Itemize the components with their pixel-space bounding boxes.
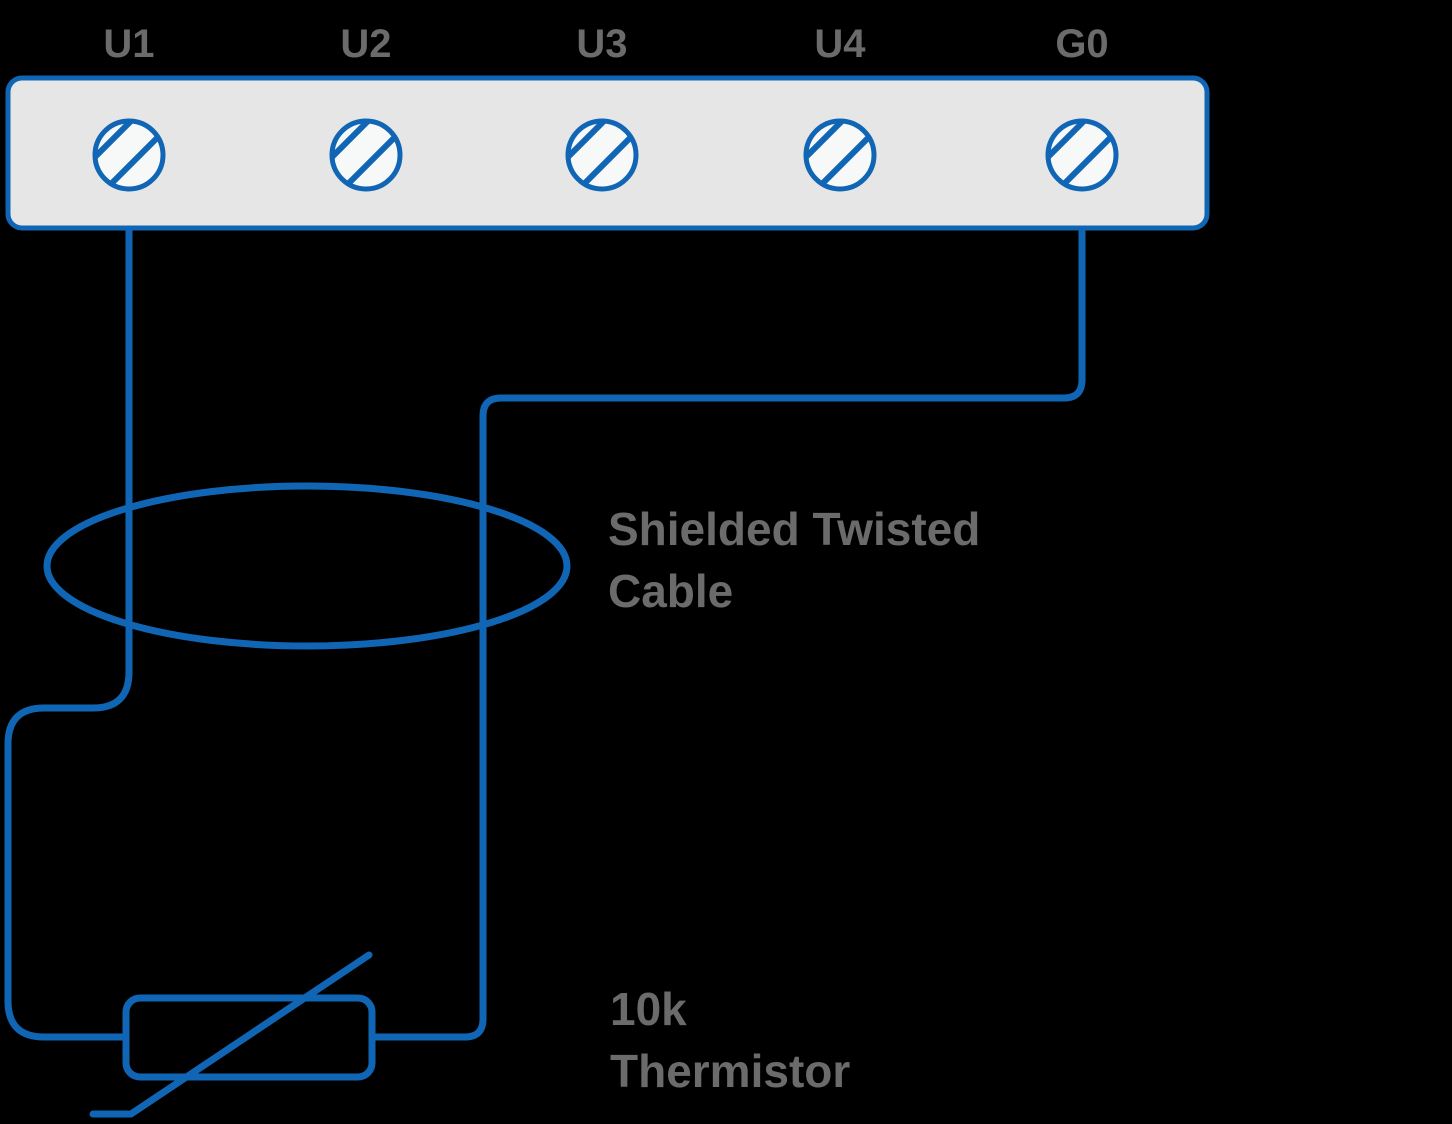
shield-loop xyxy=(43,482,571,650)
screw-terminal-icon[interactable] xyxy=(803,118,877,192)
thermistor-symbol[interactable] xyxy=(89,951,376,1118)
screw-terminal-icon[interactable] xyxy=(329,118,403,192)
terminal-label-u1: U1 xyxy=(103,22,154,66)
screw-terminal-icon[interactable] xyxy=(565,118,639,192)
annotation-thermistor: 10k Thermistor xyxy=(610,983,850,1097)
terminal-label-g0: G0 xyxy=(1055,22,1108,66)
terminal-block[interactable] xyxy=(5,75,1210,231)
wire-group xyxy=(4,224,1086,1041)
shielded-cable-label-line2: Cable xyxy=(608,565,733,617)
wire-u1-to-thermistor xyxy=(4,224,133,1041)
screw-terminal-icon[interactable] xyxy=(1045,118,1119,192)
wire-g0-to-thermistor xyxy=(368,224,1086,1041)
terminal-label-u3: U3 xyxy=(576,22,627,66)
shielded-cable-label-line1: Shielded Twisted xyxy=(608,503,980,555)
terminal-labels: U1 U2 U3 U4 G0 xyxy=(103,22,1108,66)
thermistor-body xyxy=(122,994,376,1081)
thermistor-arrow-icon xyxy=(89,951,373,1118)
annotation-shielded-cable: Shielded Twisted Cable xyxy=(608,503,980,617)
thermistor-label-line1: 10k xyxy=(610,983,687,1035)
screw-terminal-icon[interactable] xyxy=(92,118,166,192)
terminal-label-u4: U4 xyxy=(814,22,866,66)
thermistor-label-line2: Thermistor xyxy=(610,1045,850,1097)
terminal-label-u2: U2 xyxy=(340,22,391,66)
